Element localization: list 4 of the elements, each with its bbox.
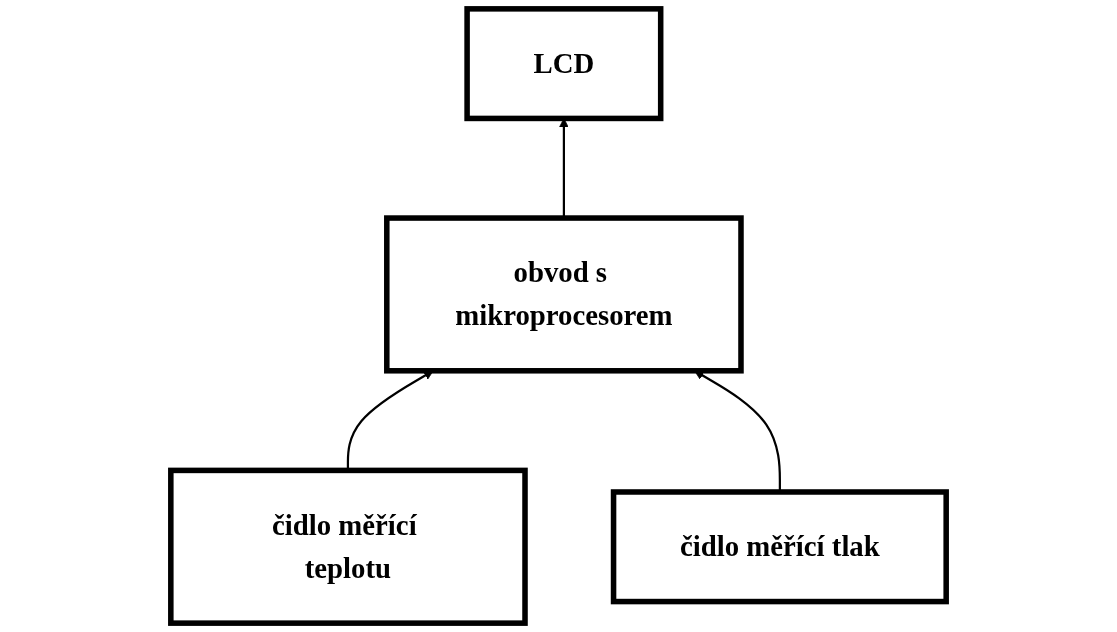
node-box: LCD [464,6,664,122]
node-box: obvod s mikroprocesorem [384,215,744,374]
node-box: čidlo měřící tlak [610,489,949,605]
node-box: čidlo měřící teplotu [168,467,528,626]
